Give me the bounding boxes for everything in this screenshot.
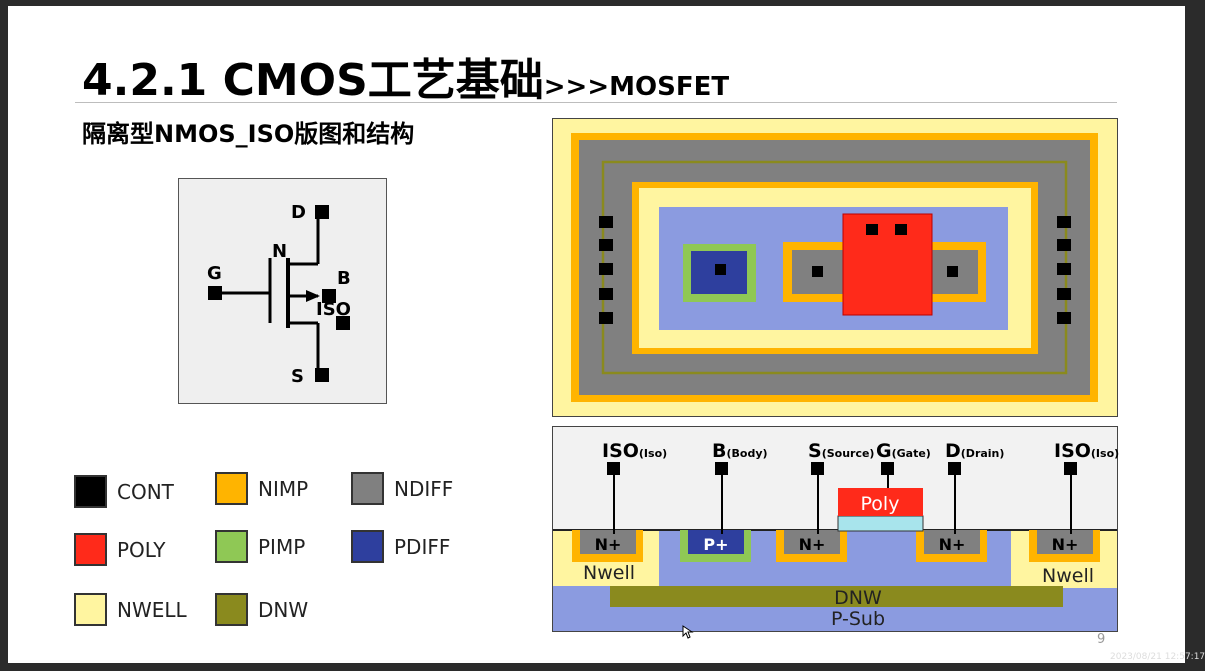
poly-gate-section xyxy=(838,488,923,516)
legend-label: NIMP xyxy=(258,476,309,501)
ndiff-iso-right xyxy=(1037,530,1093,554)
terminal-iso-left-label: ISO(Iso) xyxy=(602,440,667,462)
ndiff-source xyxy=(784,530,840,554)
terminal-iso-right-label: ISO(Iso) xyxy=(1054,440,1119,462)
psub-label: P-Sub xyxy=(831,608,885,630)
legend-swatch-pdiff xyxy=(351,530,384,563)
legend-item-ndiff: NDIFF xyxy=(351,472,453,505)
mouse-cursor-icon xyxy=(682,625,694,639)
legend-label: PIMP xyxy=(258,534,306,559)
n-plus-iso-left: N+ xyxy=(595,535,622,554)
terminal-iso-right-pad xyxy=(1064,462,1077,475)
legend-item-nwell: NWELL xyxy=(74,593,187,626)
legend-swatch-pimp xyxy=(215,530,248,563)
p-plus-body: P+ xyxy=(703,535,728,554)
legend-item-nimp: NIMP xyxy=(215,472,308,505)
layout-top-view xyxy=(552,118,1118,417)
source-contact xyxy=(812,266,823,277)
terminal-d-label: D(Drain) xyxy=(945,440,1004,462)
pin-iso-label: ISO xyxy=(316,299,351,320)
terminal-g-pad xyxy=(881,462,894,475)
legend-swatch-poly xyxy=(74,533,107,566)
pin-g-pad xyxy=(208,286,222,300)
gate-oxide xyxy=(837,515,924,532)
page-number: 9 xyxy=(1097,632,1106,647)
pin-b-pad xyxy=(322,289,336,303)
legend-label: NDIFF xyxy=(394,476,454,501)
legend-swatch-dnw xyxy=(215,593,248,626)
body-contact xyxy=(715,264,726,275)
legend-label: PDIFF xyxy=(394,534,451,559)
title-main: 4.2.1 CMOS工艺基础 xyxy=(82,55,544,106)
gate-contact-2 xyxy=(895,224,907,235)
ndiff-drain xyxy=(924,530,980,554)
legend-item-cont: CONT xyxy=(74,475,174,508)
terminal-d-pad xyxy=(948,462,961,475)
n-plus-source: N+ xyxy=(799,535,826,554)
legend-item-pdiff: PDIFF xyxy=(351,530,450,563)
terminal-g-label: G(Gate) xyxy=(876,440,931,462)
legend-label: DNW xyxy=(258,597,309,622)
dnw-label: DNW xyxy=(834,587,882,609)
terminal-b-pad xyxy=(715,462,728,475)
pin-s-label: S xyxy=(291,366,304,387)
slide-subtitle: 隔离型NMOS_ISO版图和结构 xyxy=(82,120,415,148)
pin-s-pad xyxy=(315,368,329,382)
terminal-b-label: B(Body) xyxy=(712,440,768,462)
nwell-right-label: Nwell xyxy=(1042,565,1094,587)
terminal-iso-left-pad xyxy=(607,462,620,475)
legend-label: POLY xyxy=(117,537,166,562)
pin-g-label: G xyxy=(207,263,222,284)
pdiff-body xyxy=(688,530,744,554)
iso-right-contacts xyxy=(1057,216,1071,324)
pin-d-label: D xyxy=(291,202,306,223)
n-plus-iso-right: N+ xyxy=(1052,535,1079,554)
device-type-label: N xyxy=(272,241,287,262)
legend-label: NWELL xyxy=(117,597,187,622)
legend-swatch-ndiff xyxy=(351,472,384,505)
mosfet-symbol: D N G B ISO S xyxy=(178,178,387,404)
dnw-layer xyxy=(610,586,1063,607)
pin-b-label: B xyxy=(337,268,351,289)
drain-contact xyxy=(947,266,958,277)
slide: 4.2.1 CMOS工艺基础>>>MOSFET 隔离型NMOS_ISO版图和结构… xyxy=(8,6,1185,663)
ndiff-iso-left xyxy=(580,530,636,554)
legend-swatch-nwell xyxy=(74,593,107,626)
poly-label: Poly xyxy=(861,493,900,515)
slide-title: 4.2.1 CMOS工艺基础>>>MOSFET xyxy=(82,44,729,108)
iso-left-contacts xyxy=(599,216,613,324)
nwell-left-label: Nwell xyxy=(583,562,635,584)
legend-swatch-cont xyxy=(74,475,107,508)
n-plus-drain: N+ xyxy=(939,535,966,554)
cross-section-view: ISO(Iso) B(Body) S(Source) G(Gate) D(Dra… xyxy=(552,426,1119,632)
legend-item-poly: POLY xyxy=(74,533,166,566)
title-divider xyxy=(75,102,1117,103)
poly-gate xyxy=(842,213,933,316)
legend-item-pimp: PIMP xyxy=(215,530,305,563)
terminal-s-pad xyxy=(811,462,824,475)
pin-d-pad xyxy=(315,205,329,219)
legend-swatch-nimp xyxy=(215,472,248,505)
terminal-s-label: S(Source) xyxy=(808,440,874,462)
pin-iso-pad xyxy=(336,316,350,330)
timestamp: 2023/08/21 12:57:17 xyxy=(1110,652,1205,662)
legend-label: CONT xyxy=(117,479,174,504)
title-suffix: >>>MOSFET xyxy=(543,72,730,102)
legend-item-dnw: DNW xyxy=(215,593,308,626)
gate-contact-1 xyxy=(866,224,878,235)
